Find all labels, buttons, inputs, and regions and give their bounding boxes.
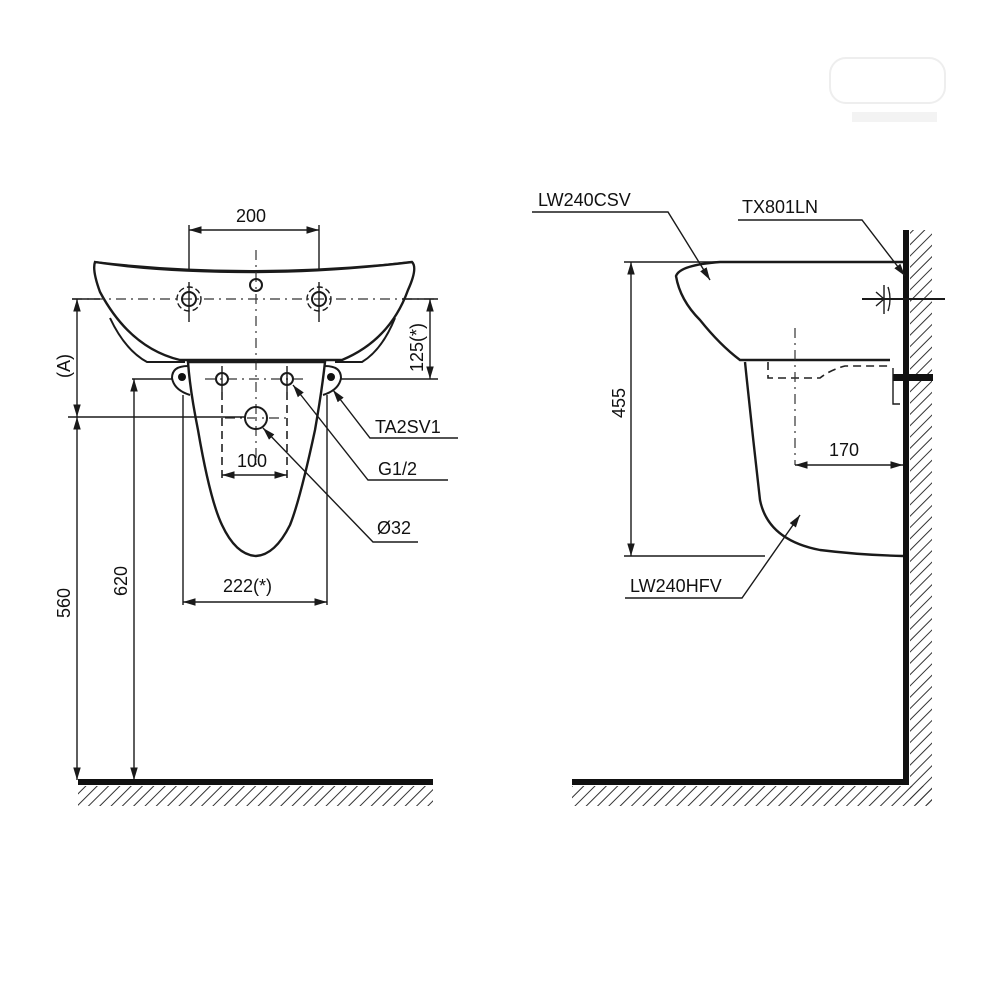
dim-basin-height: 455: [609, 388, 629, 418]
drain-hole-icon: [225, 406, 290, 430]
basin-side-outline: [674, 260, 903, 362]
watermark-logo: [829, 57, 946, 122]
pedestal-bracket-icon: [892, 368, 933, 405]
front-view: 200 100: [54, 206, 458, 806]
floor-line-right: [572, 779, 909, 785]
callout-supply: G1/2: [378, 459, 417, 479]
wall-line: [903, 230, 909, 785]
dim-pedestal-width: 222(*): [223, 576, 272, 596]
tap-hole-left-icon: [176, 282, 202, 322]
supply-hole-left-icon: [215, 366, 229, 392]
dim-faucet-spacing: 200: [236, 206, 266, 226]
dim-drain-spacing: 100: [237, 451, 267, 471]
callout-pedestal: LW240HFV: [630, 576, 722, 596]
pedestal-side-outline: [743, 361, 904, 558]
fixing-bolt-icon: [862, 285, 945, 314]
bracket-right-icon: [322, 365, 343, 396]
callout-bracket: TA2SV1: [375, 417, 441, 437]
bracket-left-icon: [170, 365, 191, 396]
wall-hatch: [910, 230, 932, 805]
tap-hole-right-icon: [306, 282, 332, 322]
floor-line-left: [78, 779, 433, 785]
dim-floor-to-drain: 560: [54, 588, 74, 618]
callout-basin: LW240CSV: [538, 190, 631, 210]
dim-height-a: (A): [54, 354, 74, 378]
floor-hatch-left: [78, 786, 433, 806]
supply-hole-right-icon: [280, 366, 294, 392]
callout-drain: Ø32: [377, 518, 411, 538]
dim-wall-to-drain: 170: [829, 440, 859, 460]
basin-front-outline: [92, 260, 416, 362]
floor-hatch-right: [572, 786, 932, 806]
pedestal-front-outline: [186, 360, 327, 558]
callout-fixing: TX801LN: [742, 197, 818, 217]
dim-hole-offset: 125(*): [407, 323, 427, 372]
dim-floor-to-supply: 620: [111, 566, 131, 596]
side-view: 455 170 LW240CSV TX801LN LW240HFV: [532, 190, 945, 806]
